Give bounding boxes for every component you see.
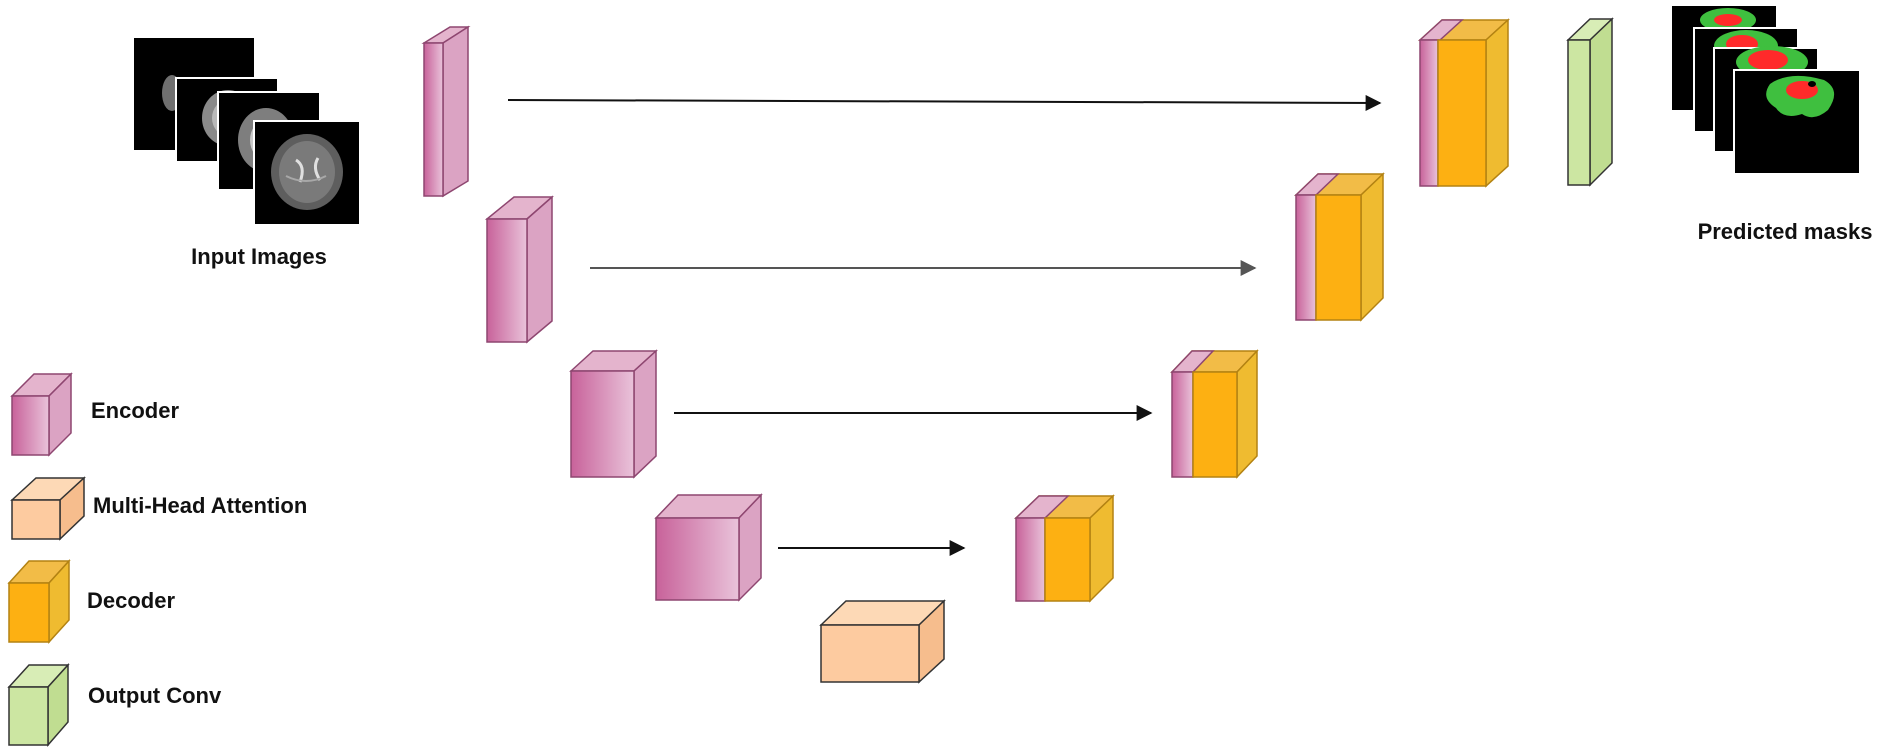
decoder-block-1	[1418, 18, 1510, 188]
legend-encoder-swatch	[10, 372, 73, 457]
legend-output-label: Output Conv	[88, 683, 222, 708]
input-images-stack	[134, 38, 361, 226]
output-conv-block	[1566, 17, 1614, 187]
decoder-block-2	[1294, 172, 1385, 322]
input-image-4	[253, 120, 361, 226]
legend-encoder-label: Encoder	[91, 398, 179, 423]
legend-decoder-swatch	[7, 559, 71, 644]
decoder-block-4	[1014, 494, 1115, 603]
encoder-block-4	[654, 493, 763, 602]
legend-attention-label: Multi-Head Attention	[93, 493, 307, 518]
input-images-label: Input Images	[191, 244, 327, 269]
decoder-block-3	[1170, 349, 1259, 479]
encoder-block-1	[421, 25, 471, 198]
attention-block	[819, 599, 946, 684]
mask-image-4	[1733, 69, 1861, 175]
skip-arrow-1	[507, 94, 1382, 111]
predicted-masks-stack	[1672, 6, 1861, 175]
encoder-block-3	[569, 349, 658, 479]
legend: Encoder Multi-Head Attention Decoder Out…	[7, 372, 307, 748]
legend-decoder-label: Decoder	[87, 588, 175, 613]
legend-attention-swatch	[10, 476, 86, 541]
skip-connections	[507, 94, 1382, 556]
predicted-masks-label: Predicted masks	[1698, 219, 1873, 244]
legend-output-swatch	[7, 663, 70, 748]
encoder-block-2	[484, 195, 554, 344]
